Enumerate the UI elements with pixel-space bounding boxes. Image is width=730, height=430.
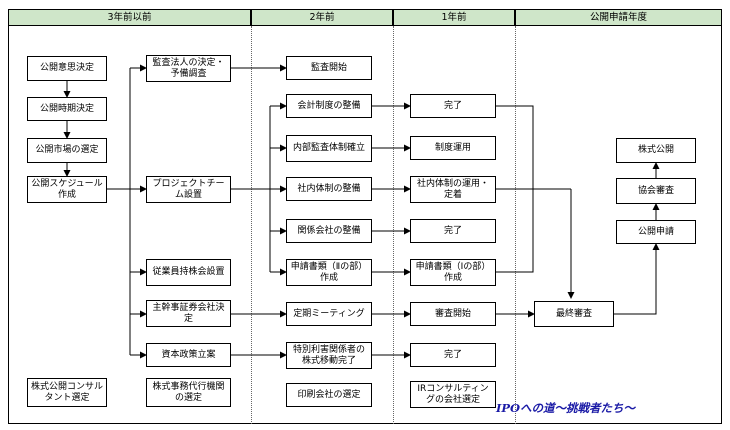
select-transfer-agent-box: 株式事務代行機関の選定 [146, 378, 231, 407]
listing-application-box: 公開申請 [616, 220, 696, 244]
complete-box: 完了 [410, 343, 496, 367]
column-divider [515, 26, 516, 424]
capital-policy-box: 資本政策立案 [146, 343, 231, 367]
audit-start-box: 監査開始 [286, 56, 372, 80]
internal-audit-box: 内部監査体制確立 [286, 135, 372, 162]
stock-listing-box: 株式公開 [616, 138, 696, 163]
select-ir-consultant-box: IRコンサルティングの会社選定 [410, 381, 496, 408]
column-divider [251, 26, 252, 424]
complete-box: 完了 [410, 94, 496, 118]
column-divider [393, 26, 394, 424]
select-ipo-consultant-box: 株式公開コンサルタント選定 [27, 378, 107, 407]
select-audit-firm-box: 監査法人の決定・予備調査 [146, 55, 231, 82]
select-market-box: 公開市場の選定 [27, 138, 107, 163]
accounting-system-box: 会計制度の整備 [286, 94, 372, 118]
diagram-frame [8, 26, 722, 424]
final-review-box: 最終審査 [534, 301, 614, 327]
header-application-year: 公開申請年度 [515, 9, 722, 26]
system-operation-box: 制度運用 [410, 136, 496, 160]
lead-underwriter-box: 主幹事証券会社決定 [146, 300, 231, 327]
footer-title: IPOへの道～挑戦者たち～ [496, 401, 636, 415]
header-1-year-before: 1年前 [393, 9, 515, 26]
regular-meeting-box: 定期ミーティング [286, 302, 372, 326]
header-3-years-before: 3年前以前 [8, 9, 251, 26]
internal-structure-box: 社内体制の整備 [286, 177, 372, 201]
share-transfer-complete-box: 特別利害関係者の株式移動完了 [286, 342, 372, 369]
association-review-box: 協会審査 [616, 178, 696, 204]
employee-stock-plan-box: 従業員持株会設置 [146, 259, 231, 286]
affiliates-box: 関係会社の整備 [286, 219, 372, 243]
select-printer-box: 印刷会社の選定 [286, 383, 372, 407]
project-team-box: プロジェクトチーム設置 [146, 176, 231, 203]
application-docs-part1-box: 申請書類（Ⅰの部）作成 [410, 259, 496, 286]
decide-ipo-intention-box: 公開意思決定 [27, 56, 107, 81]
decide-ipo-timing-box: 公開時期決定 [27, 97, 107, 121]
application-docs-part2-box: 申請書類（Ⅱの部）作成 [286, 259, 372, 286]
header-2-years-before: 2年前 [251, 9, 393, 26]
structure-operation-box: 社内体制の運用・定着 [410, 176, 496, 203]
review-start-box: 審査開始 [410, 302, 496, 326]
ipo-schedule-box: 公開スケジュール作成 [27, 176, 107, 203]
complete-box: 完了 [410, 219, 496, 243]
